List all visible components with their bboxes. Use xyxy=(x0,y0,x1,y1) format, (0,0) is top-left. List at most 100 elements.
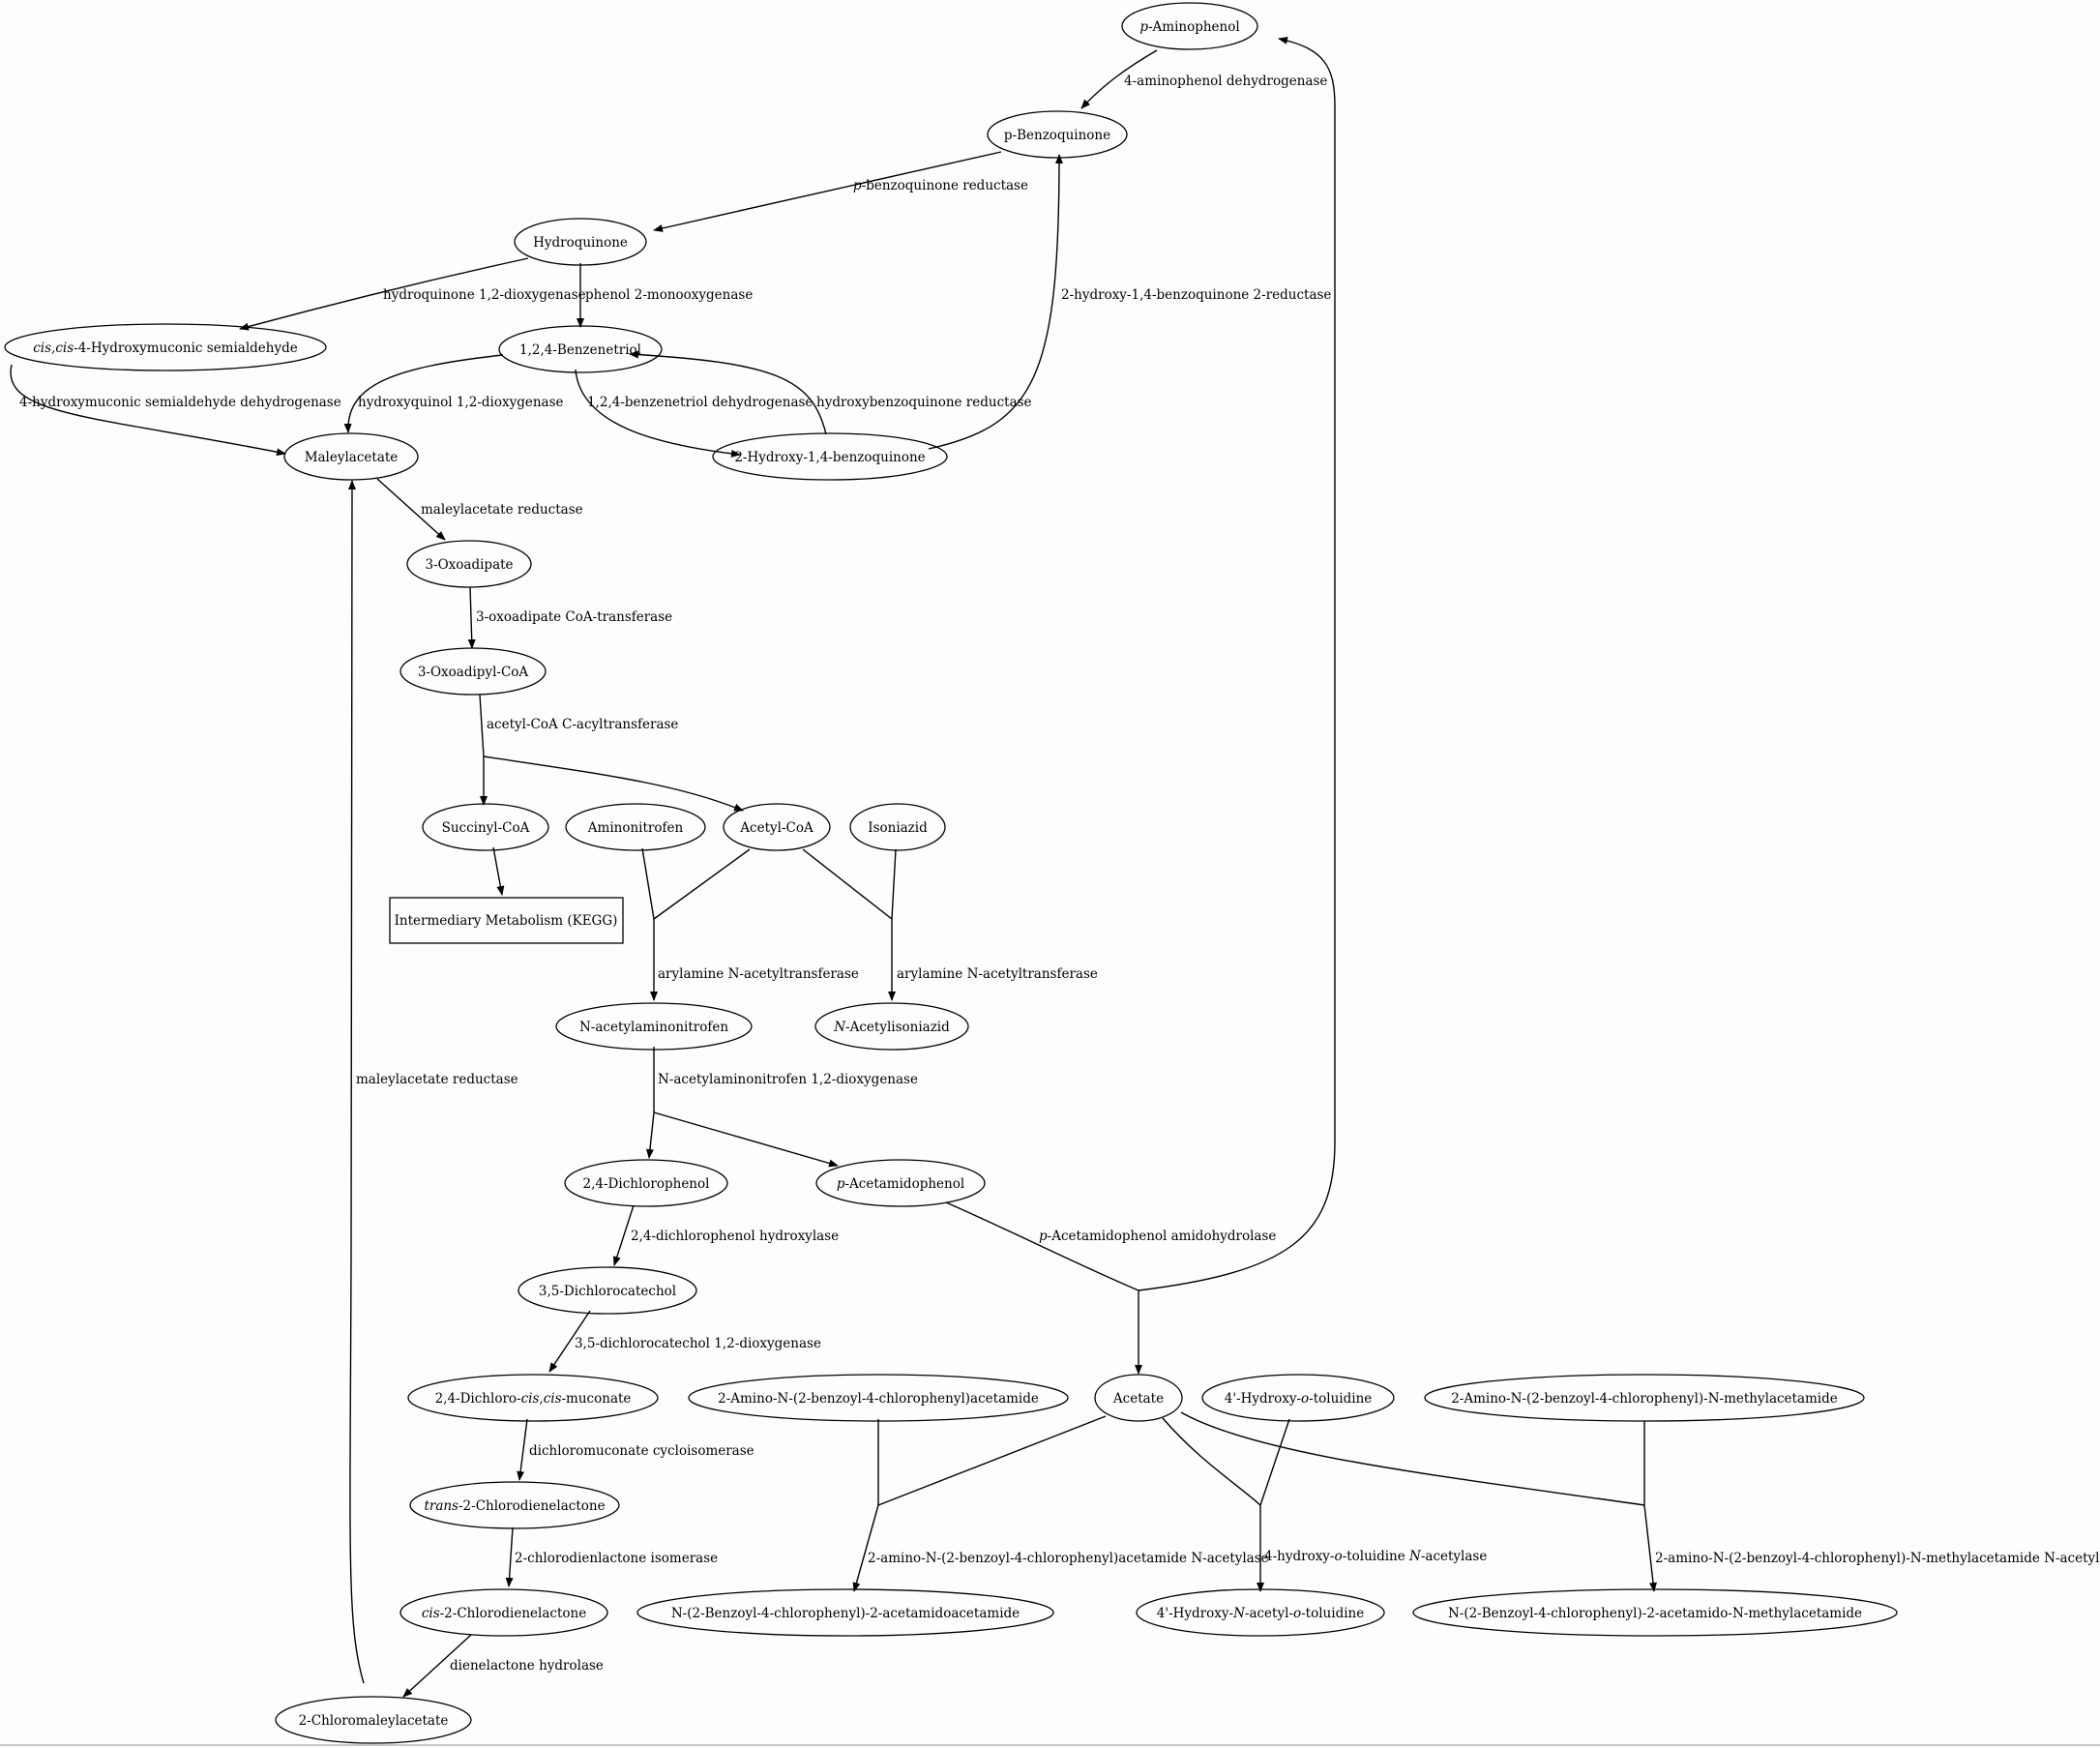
edge-dioxygenase-to-dichlorophenol xyxy=(645,1111,655,1159)
edge-oxoadipylcoa-stem xyxy=(479,694,485,757)
label-maleylacetate-reductase-2: maleylacetate reductase xyxy=(356,1072,518,1087)
svg-text:4'-Hydroxy-N-acetyl-o-toluidin: 4'-Hydroxy-N-acetyl-o-toluidine xyxy=(1157,1606,1364,1621)
node-amino-benzoyl-methylacetamide[interactable]: 2-Amino-N-(2-benzoyl-4-chlorophenyl)-N-m… xyxy=(1424,1374,1865,1422)
node-acetate[interactable]: Acetate xyxy=(1094,1374,1183,1422)
node-n-acetylaminonitrofen[interactable]: N-acetylaminonitrofen xyxy=(555,1002,753,1051)
edge-ciscis-to-maleylacetate xyxy=(10,364,286,457)
svg-text:3-Oxoadipyl-CoA: 3-Oxoadipyl-CoA xyxy=(418,665,529,680)
svg-text:cis,cis-4-Hydroxymuconic semia: cis,cis-4-Hydroxymuconic semialdehyde xyxy=(33,341,298,356)
node-maleylacetate[interactable]: Maleylacetate xyxy=(283,432,419,481)
node-dichlorocatechol[interactable]: 3,5-Dichlorocatechol xyxy=(518,1266,697,1315)
svg-text:2,4-Dichlorophenol: 2,4-Dichlorophenol xyxy=(583,1176,710,1192)
label-4-aminophenol-dehydrogenase: 4-aminophenol dehydrogenase xyxy=(1124,74,1327,89)
node-p-aminophenol[interactable]: p-Aminophenol xyxy=(1121,2,1258,50)
nodes: p-Aminophenol p-Benzoquinone Hydroquinon… xyxy=(4,2,1898,1744)
svg-text:cis-2-Chlorodienelactone: cis-2-Chlorodienelactone xyxy=(422,1606,586,1621)
edge-dichlorophenol-to-dichlorocatechol xyxy=(612,1204,635,1266)
svg-text:3-Oxoadipate: 3-Oxoadipate xyxy=(425,557,513,573)
svg-text:4'-Hydroxy-o-toluidine: 4'-Hydroxy-o-toluidine xyxy=(1225,1391,1373,1407)
node-trans-chlorodienelactone[interactable]: trans-2-Chlorodienelactone xyxy=(409,1481,620,1529)
edge-acetate-to-nacetylase2 xyxy=(1162,1417,1261,1506)
label-p-acetamidophenol-amidohydrolase: p-Acetamidophenol amidohydrolase xyxy=(1039,1229,1276,1244)
node-n-acetylisoniazid[interactable]: N-Acetylisoniazid xyxy=(814,1002,969,1051)
label-dichlorocatechol-dioxygenase: 3,5-dichlorocatechol 1,2-dioxygenase xyxy=(575,1336,821,1351)
svg-text:trans-2-Chlorodienelactone: trans-2-Chlorodienelactone xyxy=(424,1498,605,1514)
label-dichlorophenol-hydroxylase: 2,4-dichlorophenol hydroxylase xyxy=(631,1229,839,1244)
edge-nacetylase3-to-product xyxy=(1643,1504,1657,1592)
node-hydroxy-toluidine[interactable]: 4'-Hydroxy-o-toluidine xyxy=(1201,1374,1395,1422)
edge-acetylcoa-to-arylamine1 xyxy=(653,848,751,920)
label-hydroxymuconic-semialdehyde-dehydrogenase: 4-hydroxymuconic semialdehyde dehydrogen… xyxy=(19,395,341,410)
edges xyxy=(10,36,1657,1698)
svg-text:Hydroquinone: Hydroquinone xyxy=(533,235,628,251)
svg-text:Isoniazid: Isoniazid xyxy=(868,820,928,836)
node-aminonitrofen[interactable]: Aminonitrofen xyxy=(565,803,706,851)
node-hydroxy-n-acetyl-toluidine[interactable]: 4'-Hydroxy-N-acetyl-o-toluidine xyxy=(1136,1588,1385,1637)
label-benzenetriol-dehydrogenase: 1,2,4-benzenetriol dehydrogenase xyxy=(587,395,813,410)
edge-acyltransferase-to-acetylcoa xyxy=(483,755,744,812)
edge-dichloromuconate-to-transchloro xyxy=(517,1418,528,1481)
svg-text:2-Amino-N-(2-benzoyl-4-chlorop: 2-Amino-N-(2-benzoyl-4-chlorophenyl)acet… xyxy=(718,1391,1039,1407)
node-n-benzoyl-acetamidoacetamide[interactable]: N-(2-Benzoyl-4-chlorophenyl)-2-acetamido… xyxy=(636,1588,1054,1637)
node-p-acetamidophenol[interactable]: p-Acetamidophenol xyxy=(815,1159,986,1207)
svg-text:Aminonitrofen: Aminonitrofen xyxy=(587,820,684,836)
svg-text:p-Benzoquinone: p-Benzoquinone xyxy=(1004,128,1110,143)
label-chlorodienlactone-isomerase: 2-chlorodienlactone isomerase xyxy=(515,1551,718,1566)
edge-aminonitrofen-stem xyxy=(641,847,655,920)
edge-amidohydrolase-to-paminophenol xyxy=(1138,36,1336,1291)
svg-text:Succinyl-CoA: Succinyl-CoA xyxy=(442,820,530,836)
node-hydroquinone[interactable]: Hydroquinone xyxy=(514,218,647,266)
edge-pacetamido-stem xyxy=(945,1201,1139,1291)
edge-isoniazid-stem xyxy=(891,848,897,920)
label-hydroxybenzoquinone-2-reductase: 2-hydroxy-1,4-benzoquinone 2-reductase xyxy=(1061,287,1331,303)
edge-labels: 4-aminophenol dehydrogenase p-benzoquino… xyxy=(19,74,2100,1674)
label-arylamine-acetyltransferase-1: arylamine N-acetyltransferase xyxy=(658,966,859,982)
label-phenol-monooxygenase: phenol 2-monooxygenase xyxy=(585,287,753,303)
svg-text:Acetyl-CoA: Acetyl-CoA xyxy=(739,820,813,836)
svg-text:Maleylacetate: Maleylacetate xyxy=(305,450,399,465)
svg-text:Acetate: Acetate xyxy=(1112,1391,1164,1407)
node-intermediary-metabolism[interactable]: Intermediary Metabolism (KEGG) xyxy=(389,897,624,944)
node-oxoadipyl-coa[interactable]: 3-Oxoadipyl-CoA xyxy=(399,647,547,696)
edge-acetate-to-nacetylase1 xyxy=(877,1415,1107,1506)
node-benzenetriol[interactable]: 1,2,4-Benzenetriol xyxy=(498,325,663,373)
svg-text:2-Hydroxy-1,4-benzoquinone: 2-Hydroxy-1,4-benzoquinone xyxy=(734,450,925,465)
node-succinyl-coa[interactable]: Succinyl-CoA xyxy=(422,803,549,851)
svg-text:N-(2-Benzoyl-4-chlorophenyl)-2: N-(2-Benzoyl-4-chlorophenyl)-2-acetamido… xyxy=(1448,1606,1862,1621)
edge-succinylcoa-to-intermediary xyxy=(492,846,505,896)
svg-text:p-Acetamidophenol: p-Acetamidophenol xyxy=(837,1176,964,1192)
edge-oxoadipate-to-oxoadipylcoa xyxy=(467,586,476,649)
label-acetamide-n-acetylase: 2-amino-N-(2-benzoyl-4-chlorophenyl)acet… xyxy=(868,1551,1269,1566)
node-cis-chlorodienelactone[interactable]: cis-2-Chlorodienelactone xyxy=(399,1588,608,1637)
node-dichlorophenol[interactable]: 2,4-Dichlorophenol xyxy=(564,1159,728,1207)
node-dichloro-muconate[interactable]: 2,4-Dichloro-cis,cis-muconate xyxy=(407,1374,659,1422)
node-acetyl-coa[interactable]: Acetyl-CoA xyxy=(723,803,831,851)
edge-benzenetriol-to-maleylacetate xyxy=(343,354,504,433)
node-isoniazid[interactable]: Isoniazid xyxy=(849,803,946,851)
svg-text:2-Amino-N-(2-benzoyl-4-chlorop: 2-Amino-N-(2-benzoyl-4-chlorophenyl)-N-m… xyxy=(1451,1391,1838,1407)
edge-acetate-to-nacetylase3 xyxy=(1180,1411,1645,1506)
node-oxoadipate[interactable]: 3-Oxoadipate xyxy=(406,540,532,588)
node-n-benzoyl-acetamido-methylacetamide[interactable]: N-(2-Benzoyl-4-chlorophenyl)-2-acetamido… xyxy=(1412,1588,1898,1637)
label-arylamine-acetyltransferase-2: arylamine N-acetyltransferase xyxy=(897,966,1098,982)
edge-acetylcoa-to-arylamine2 xyxy=(802,848,893,920)
label-methylacetamide-n-acetylase: 2-amino-N-(2-benzoyl-4-chlorophenyl)-N-m… xyxy=(1655,1551,2100,1566)
node-ciscis-hydroxymuconic-semialdehyde[interactable]: cis,cis-4-Hydroxymuconic semialdehyde xyxy=(4,323,327,371)
edge-maleylacetate-to-oxoadipate xyxy=(376,478,446,541)
label-maleylacetate-reductase-1: maleylacetate reductase xyxy=(421,502,583,518)
edge-hydroxytoluidine-stem xyxy=(1259,1418,1290,1506)
svg-text:N-(2-Benzoyl-4-chlorophenyl)-2: N-(2-Benzoyl-4-chlorophenyl)-2-acetamido… xyxy=(671,1606,1020,1621)
node-hydroxy-benzoquinone[interactable]: 2-Hydroxy-1,4-benzoquinone xyxy=(712,432,948,481)
node-p-benzoquinone[interactable]: p-Benzoquinone xyxy=(987,110,1128,159)
edge-maleyl-red2-to-maleylacetate xyxy=(347,480,365,1684)
label-toluidine-n-acetylase: 4-hydroxy-o-toluidine N-acetylase xyxy=(1264,1549,1487,1564)
edge-hydroxybq-to-benzenetriol xyxy=(629,350,827,435)
edge-cischloro-to-chloromaleyl xyxy=(402,1634,472,1698)
svg-text:N-acetylaminonitrofen: N-acetylaminonitrofen xyxy=(579,1020,728,1035)
node-chloromaleylacetate[interactable]: 2-Chloromaleylacetate xyxy=(275,1696,472,1744)
node-amino-benzoyl-acetamide[interactable]: 2-Amino-N-(2-benzoyl-4-chlorophenyl)acet… xyxy=(688,1374,1069,1422)
label-p-benzoquinone-reductase: p-benzoquinone reductase xyxy=(853,178,1028,193)
label-acetyl-coa-acyltransferase: acetyl-CoA C-acyltransferase xyxy=(487,717,678,732)
edge-hydroquinone-to-ciscis xyxy=(239,257,529,331)
svg-text:3,5-Dichlorocatechol: 3,5-Dichlorocatechol xyxy=(539,1284,676,1299)
